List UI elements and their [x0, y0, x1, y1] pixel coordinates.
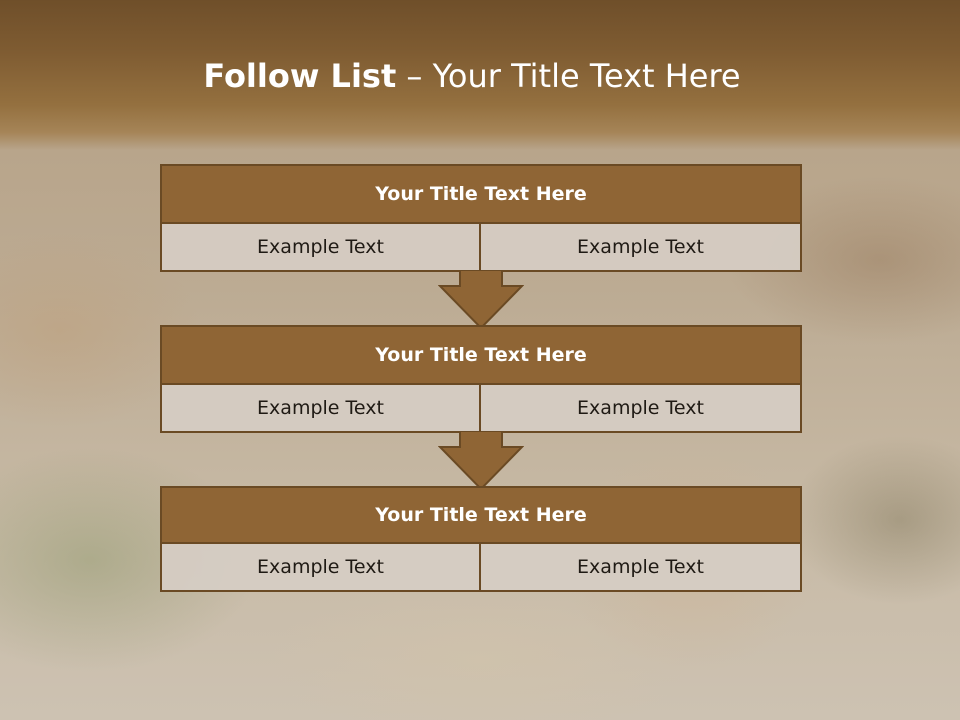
down-arrow-icon [438, 270, 524, 330]
block-title: Your Title Text Here [160, 486, 802, 544]
title-rest: – Your Title Text Here [396, 57, 741, 95]
slide-title: Follow List – Your Title Text Here [0, 54, 944, 98]
block-cell-right: Example Text [479, 222, 802, 272]
title-bold: Follow List [203, 57, 397, 95]
down-arrow-icon [438, 431, 524, 491]
block-cell-left: Example Text [160, 383, 481, 433]
block-cell-right: Example Text [479, 542, 802, 592]
follow-block-2: Your Title Text Here Example Text Exampl… [160, 325, 802, 433]
block-cell-left: Example Text [160, 542, 481, 592]
block-title: Your Title Text Here [160, 164, 802, 224]
block-title: Your Title Text Here [160, 325, 802, 385]
follow-block-3: Your Title Text Here Example Text Exampl… [160, 486, 802, 592]
block-cell-left: Example Text [160, 222, 481, 272]
follow-block-1: Your Title Text Here Example Text Exampl… [160, 164, 802, 272]
block-cell-right: Example Text [479, 383, 802, 433]
header-band [0, 0, 960, 150]
